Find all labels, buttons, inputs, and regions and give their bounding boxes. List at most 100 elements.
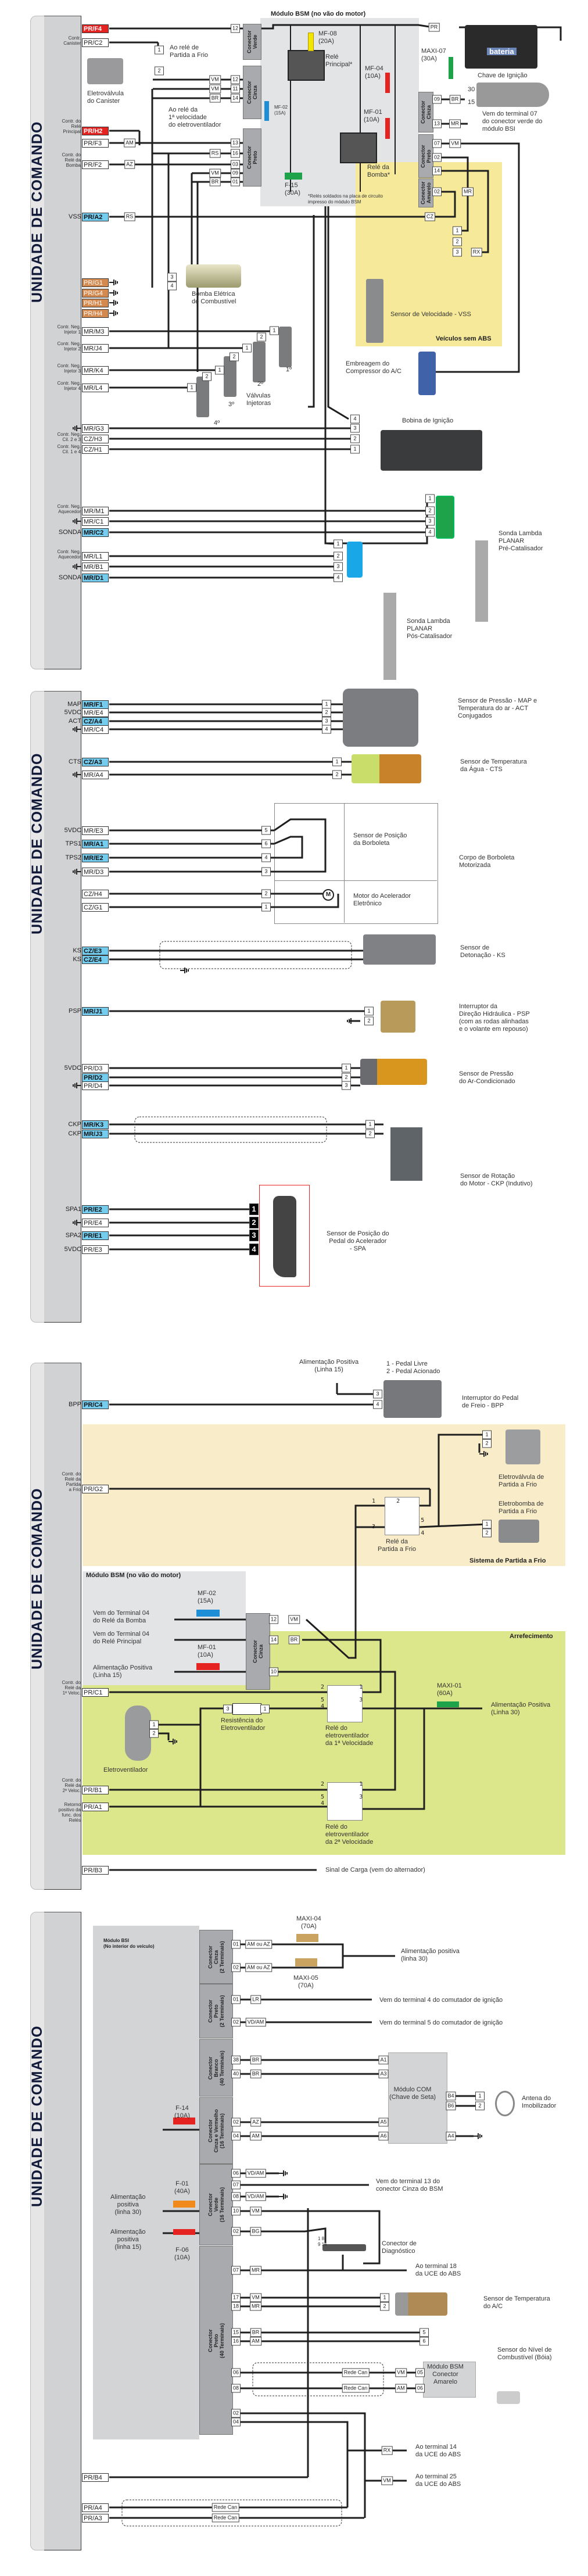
injector-3 xyxy=(224,356,236,397)
label-f15: F-15 (30A) xyxy=(285,182,300,196)
terminal-tag: 6 xyxy=(261,839,271,848)
label-mf02: MF-02 (15A) xyxy=(274,105,288,116)
pin-function-label: Contr. do Relé Principal xyxy=(62,119,81,134)
terminal-tag: 01 xyxy=(231,1995,241,2004)
pin-function-label: KS xyxy=(73,956,81,963)
pin-mr-a1: MR/A1 xyxy=(82,840,109,848)
terminal-tag: 3 xyxy=(167,273,177,282)
terminal-tag: 01 xyxy=(230,177,241,187)
ground-icon xyxy=(279,2170,288,2176)
terminal-tag: 2 xyxy=(257,332,266,342)
pin-cz-a4: CZ/A4 xyxy=(82,717,109,726)
ground-icon xyxy=(279,2194,288,2199)
fuel-pump xyxy=(186,264,241,288)
terminal-tag: 3 xyxy=(373,1389,382,1399)
pin-pr-h2: PR/H2 xyxy=(82,127,109,135)
label-tps: Sensor de Posição da Borboleta xyxy=(353,832,407,847)
terminal-tag: 02 xyxy=(231,2118,241,2127)
cold-start-relay xyxy=(385,1497,420,1535)
pin-pr-c4: PR/C4 xyxy=(82,1400,109,1409)
terminal-tag: 18 xyxy=(231,2302,241,2311)
terminal-tag: 1 xyxy=(380,2293,389,2302)
terminal-tag: MR xyxy=(250,2266,261,2275)
terminal-tag: 3 xyxy=(350,424,360,433)
terminal-tag: BG xyxy=(250,2227,261,2236)
pin-mr-b1: MR/B1 xyxy=(82,563,109,571)
pin-mr-d3: MR/D3 xyxy=(82,868,109,876)
label-vem-bsi: Vem do terminal 07 do conector verde do … xyxy=(482,110,543,132)
terminal-tag: 02 xyxy=(432,187,442,196)
pin-mr-m1: MR/M1 xyxy=(82,507,109,515)
label-alim30: Alimentação Positiva (Linha 30) xyxy=(491,1701,551,1716)
terminal-tag: 1 xyxy=(270,326,279,335)
pin-pr-e1: PR/E1 xyxy=(82,1231,109,1240)
wire xyxy=(232,2227,327,2243)
sonda-pre-connector xyxy=(436,496,454,539)
pin-function-label: TPS2 xyxy=(65,854,81,861)
label-vem-t13: Vem do terminal 13 do conector Cinza do … xyxy=(376,2178,443,2192)
pin-function-label: CKP xyxy=(68,1130,81,1137)
pin-pr-h1: PR/H1 xyxy=(82,299,109,307)
terminal-tag: RS xyxy=(209,149,221,158)
fuse-f01 xyxy=(173,2201,195,2208)
label-diag: Conector de Diagnóstico xyxy=(382,2240,417,2255)
terminal-tag: 40 xyxy=(231,2069,241,2079)
ckp-shield xyxy=(134,1116,327,1143)
label-mf04: MF-04 (10A) xyxy=(365,65,383,80)
p3-ecu-title: UNIDADE DE COMANDO xyxy=(29,1488,45,1669)
terminal-tag: RX xyxy=(471,248,482,257)
terminal-tag: VM xyxy=(209,84,221,94)
terminal-tag: MR xyxy=(449,119,461,128)
label-t15: 15 xyxy=(468,99,475,106)
label-alim30: Alimentação positiva (linha 30) xyxy=(401,1948,460,1962)
terminal-tag: 2 xyxy=(453,237,462,246)
label-inj4: 4º xyxy=(214,420,220,427)
terminal-tag: 2 xyxy=(342,1073,351,1082)
terminal-tag: AM ou AZ xyxy=(245,1963,272,1972)
label-ckp: Sensor de Rotação do Motor - CKP (Induti… xyxy=(460,1173,533,1187)
label-bsm-amarelo: Módulo BSM Conector Amarelo xyxy=(427,2363,464,2385)
ground-icon xyxy=(180,968,189,973)
pump-relay xyxy=(340,132,377,163)
terminal-tag: BR xyxy=(250,2328,261,2337)
battery-label: bateria xyxy=(487,48,517,55)
fuse-f15 xyxy=(285,173,302,180)
label-sem-abs: Veículos sem ABS xyxy=(436,335,492,342)
diagnostic-connector xyxy=(322,2244,366,2251)
pin-pr-g1: PR/G1 xyxy=(82,278,109,287)
psp-switch xyxy=(381,1001,415,1033)
terminal-tag: 2 xyxy=(365,1129,375,1138)
terminal-tag: Rede Can xyxy=(211,2513,239,2523)
pin-pr-g2: PR/G2 xyxy=(82,1485,109,1493)
pin-function-label: SPA1 xyxy=(65,1206,81,1213)
label-eletrobomba: Eletrobomba de Partida a Frio xyxy=(499,1500,544,1515)
label-cts: Sensor de Temperatura da Água - CTS xyxy=(460,758,527,773)
knock-sensor xyxy=(363,934,436,965)
label-maxi04: MAXI-04 (70A) xyxy=(296,1915,321,1930)
connector-cinza-2t: Conector Cinza (2 Terminais) xyxy=(199,1930,233,1984)
pin-function-label: Contr. do Relé da Partida a Frio xyxy=(62,1471,81,1492)
canister-valve xyxy=(87,58,123,84)
terminal-tag: 5 xyxy=(420,2328,429,2337)
terminal-tag: 16 xyxy=(231,2337,241,2346)
sonda-pos-connector xyxy=(347,542,363,578)
label-inj2: 2º xyxy=(257,381,264,388)
relay-terminal-numbers: 2 1 5 3 4 xyxy=(321,1684,363,1710)
terminal-tag: 4 xyxy=(334,573,343,582)
pin-function-label: Retorno positivo da func. dos Relés xyxy=(58,1802,81,1823)
ground-icon xyxy=(109,290,118,296)
ac-temp-sensor xyxy=(395,2292,447,2316)
pin-pr-d3: PR/D3 xyxy=(82,1064,109,1073)
pin-pr-f3: PR/F3 xyxy=(82,139,109,148)
terminal-tag: BR xyxy=(288,1635,300,1645)
pin-mr-g3: MR/G3 xyxy=(82,424,109,433)
label-abs14: Ao terminal 14 da UCE do ABS xyxy=(415,2444,461,2458)
terminal-tag: AM xyxy=(250,2131,261,2141)
connector-preto-right: Conector Preto xyxy=(418,134,433,178)
ground-icon xyxy=(109,300,118,306)
terminal-tag: 02 xyxy=(432,153,442,162)
p3-ecu-edge xyxy=(30,1363,45,1890)
tps-divider-v xyxy=(344,803,345,923)
ground-icon xyxy=(347,1018,356,1024)
